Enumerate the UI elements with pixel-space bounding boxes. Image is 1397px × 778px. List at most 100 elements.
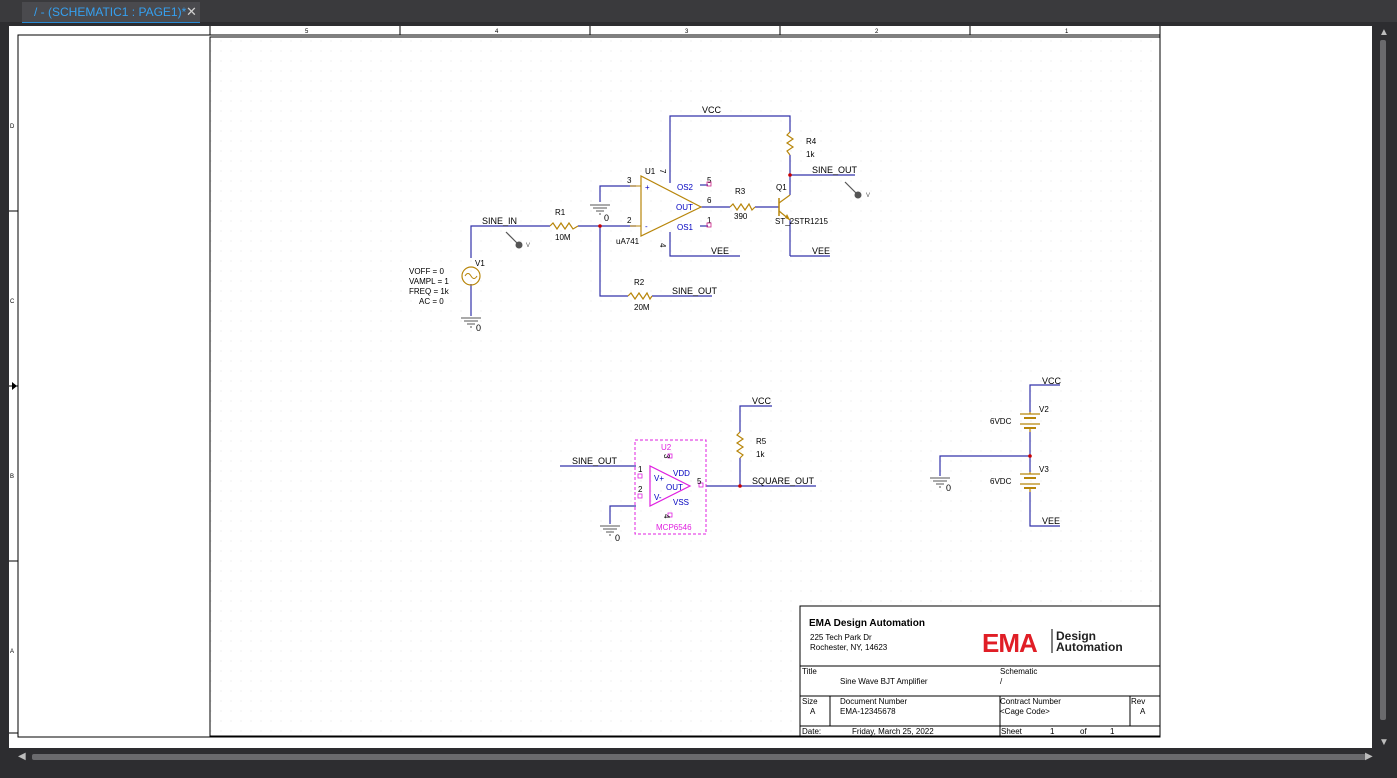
docnum-value: EMA-12345678 bbox=[840, 707, 896, 716]
r1-ref: R1 bbox=[555, 208, 566, 217]
net-label-sine-out: SINE_OUT bbox=[572, 456, 618, 466]
r3-ref: R3 bbox=[735, 187, 746, 196]
size-label: Size bbox=[802, 697, 818, 706]
schematic-canvas[interactable]: 5 4 3 2 1 D C B A VCC SIN bbox=[9, 26, 1372, 748]
horizontal-scrollbar-thumb[interactable] bbox=[32, 754, 1366, 760]
v2-ref: V2 bbox=[1039, 405, 1049, 414]
size-value: A bbox=[810, 707, 816, 716]
schematic-drawing: 5 4 3 2 1 D C B A VCC SIN bbox=[9, 26, 1161, 738]
v1-ac: AC = 0 bbox=[419, 297, 444, 306]
battery-v2[interactable]: V2 6VDC bbox=[990, 405, 1049, 432]
u1-pin2: 2 bbox=[627, 216, 632, 225]
battery-v3[interactable]: V3 6VDC bbox=[990, 465, 1049, 492]
comparator-u2[interactable]: U2 MCP6546 VDD VSS OUT V+ V- 1 2 5 3 4 bbox=[634, 439, 707, 535]
tab-label: / - (SCHEMATIC1 : PAGE1)* bbox=[34, 5, 187, 19]
v1-voff: VOFF = 0 bbox=[409, 267, 444, 276]
v1-vampl: VAMPL = 1 bbox=[409, 277, 449, 286]
u2-ref: U2 bbox=[661, 443, 672, 452]
opamp-u1[interactable]: U1 uA741 3 2 5 6 1 7 4 + - OS2 OUT OS1 bbox=[616, 167, 712, 248]
title-block: EMA Design Automation 225 Tech Park Dr R… bbox=[799, 605, 1161, 737]
net-label-vee: VEE bbox=[711, 246, 729, 256]
r5-ref: R5 bbox=[756, 437, 767, 446]
net-label-vee: VEE bbox=[812, 246, 830, 256]
border-row-c: C bbox=[10, 299, 15, 305]
u2-part: MCP6546 bbox=[656, 523, 692, 532]
scroll-right-icon[interactable]: ▶ bbox=[1365, 751, 1373, 762]
border-col-2: 2 bbox=[875, 29, 879, 35]
date-label: Date: bbox=[802, 727, 821, 736]
address-line-2: Rochester, NY, 14623 bbox=[810, 643, 888, 652]
probe-label: V bbox=[526, 243, 530, 249]
transistor-q1[interactable]: Q1 ST_2STR1215 bbox=[775, 183, 828, 226]
date-value: Friday, March 25, 2022 bbox=[852, 727, 934, 736]
close-icon[interactable]: ✕ bbox=[186, 4, 197, 19]
title-label: Title bbox=[802, 667, 817, 676]
probe-sine-out[interactable]: V bbox=[844, 181, 870, 199]
probe-sine-in[interactable]: V bbox=[505, 231, 530, 249]
ground-label: 0 bbox=[604, 213, 609, 223]
junction bbox=[738, 484, 742, 488]
u1-part: uA741 bbox=[616, 237, 640, 246]
u2-vdd: VDD bbox=[673, 469, 690, 478]
schematic-value: / bbox=[1000, 677, 1003, 686]
wires-circuit-2[interactable] bbox=[560, 405, 816, 524]
u2-vplus: V+ bbox=[654, 474, 664, 483]
u2-pin1: 1 bbox=[638, 465, 643, 474]
docnum-label: Document Number bbox=[840, 697, 907, 706]
u1-os2: OS2 bbox=[677, 183, 694, 192]
voltage-source-v1[interactable]: V1 VOFF = 0 VAMPL = 1 FREQ = 1k AC = 0 bbox=[409, 259, 485, 306]
v1-ref: V1 bbox=[475, 259, 485, 268]
junction bbox=[1028, 454, 1032, 458]
wires-circuit-3[interactable] bbox=[939, 384, 1060, 527]
resistor-r4[interactable]: R4 1k bbox=[785, 131, 817, 159]
r2-value: 20M bbox=[634, 303, 650, 312]
net-label-sine-out: SINE_OUT bbox=[672, 286, 718, 296]
u2-pin2: 2 bbox=[638, 485, 643, 494]
ema-logo: EMA Design Automation bbox=[982, 628, 1123, 658]
ground-label: 0 bbox=[615, 533, 620, 543]
net-label-sine-in: SINE_IN bbox=[482, 216, 517, 226]
scroll-down-icon[interactable]: ▼ bbox=[1379, 737, 1389, 748]
resistor-r3[interactable]: R3 390 bbox=[729, 187, 756, 221]
border-col-4: 4 bbox=[495, 29, 499, 35]
of-value: 1 bbox=[1110, 727, 1115, 736]
of-label: of bbox=[1080, 727, 1087, 736]
u2-out: OUT bbox=[666, 483, 683, 492]
scroll-up-icon[interactable]: ▲ bbox=[1379, 27, 1389, 38]
sheet-value: 1 bbox=[1050, 727, 1055, 736]
rev-value: A bbox=[1140, 707, 1146, 716]
border-col-1: 1 bbox=[1065, 29, 1069, 35]
net-label-sine-out: SINE_OUT bbox=[812, 165, 858, 175]
resistor-r1[interactable]: R1 10M bbox=[549, 208, 579, 242]
u2-pin5: 5 bbox=[697, 477, 702, 486]
logo-automation: Automation bbox=[1056, 640, 1123, 654]
resistor-r5[interactable]: R5 1k bbox=[735, 431, 767, 459]
net-label-vcc: VCC bbox=[1042, 376, 1062, 386]
net-label-vee: VEE bbox=[1042, 516, 1060, 526]
tab-bar: / - (SCHEMATIC1 : PAGE1)* ✕ bbox=[0, 0, 1397, 23]
u1-pin1: 1 bbox=[707, 216, 712, 225]
u2-pin3: 3 bbox=[662, 454, 671, 459]
net-label-vcc: VCC bbox=[702, 105, 722, 115]
u2-vss: VSS bbox=[673, 498, 689, 507]
schematic-label: Schematic bbox=[1000, 667, 1037, 676]
q1-ref: Q1 bbox=[776, 183, 787, 192]
u1-ref: U1 bbox=[645, 167, 656, 176]
u1-pin6: 6 bbox=[707, 196, 712, 205]
v3-value: 6VDC bbox=[990, 477, 1012, 486]
r5-value: 1k bbox=[756, 450, 765, 459]
border-col-3: 3 bbox=[685, 29, 689, 35]
u1-plus: + bbox=[645, 183, 650, 192]
vertical-scrollbar-thumb[interactable] bbox=[1380, 40, 1386, 720]
q1-part: ST_2STR1215 bbox=[775, 217, 828, 226]
scroll-left-icon[interactable]: ◀ bbox=[18, 751, 26, 762]
logo-ema: EMA bbox=[982, 628, 1038, 658]
net-label-vcc: VCC bbox=[752, 396, 772, 406]
tab-schematic1-page1[interactable]: / - (SCHEMATIC1 : PAGE1)* ✕ bbox=[22, 2, 200, 23]
address-line-1: 225 Tech Park Dr bbox=[810, 633, 872, 642]
probe-label: V bbox=[866, 193, 870, 199]
r3-value: 390 bbox=[734, 212, 748, 221]
border-row-d: D bbox=[10, 124, 15, 130]
ground-label: 0 bbox=[946, 483, 951, 493]
resistor-r2[interactable]: R2 20M bbox=[627, 278, 653, 312]
